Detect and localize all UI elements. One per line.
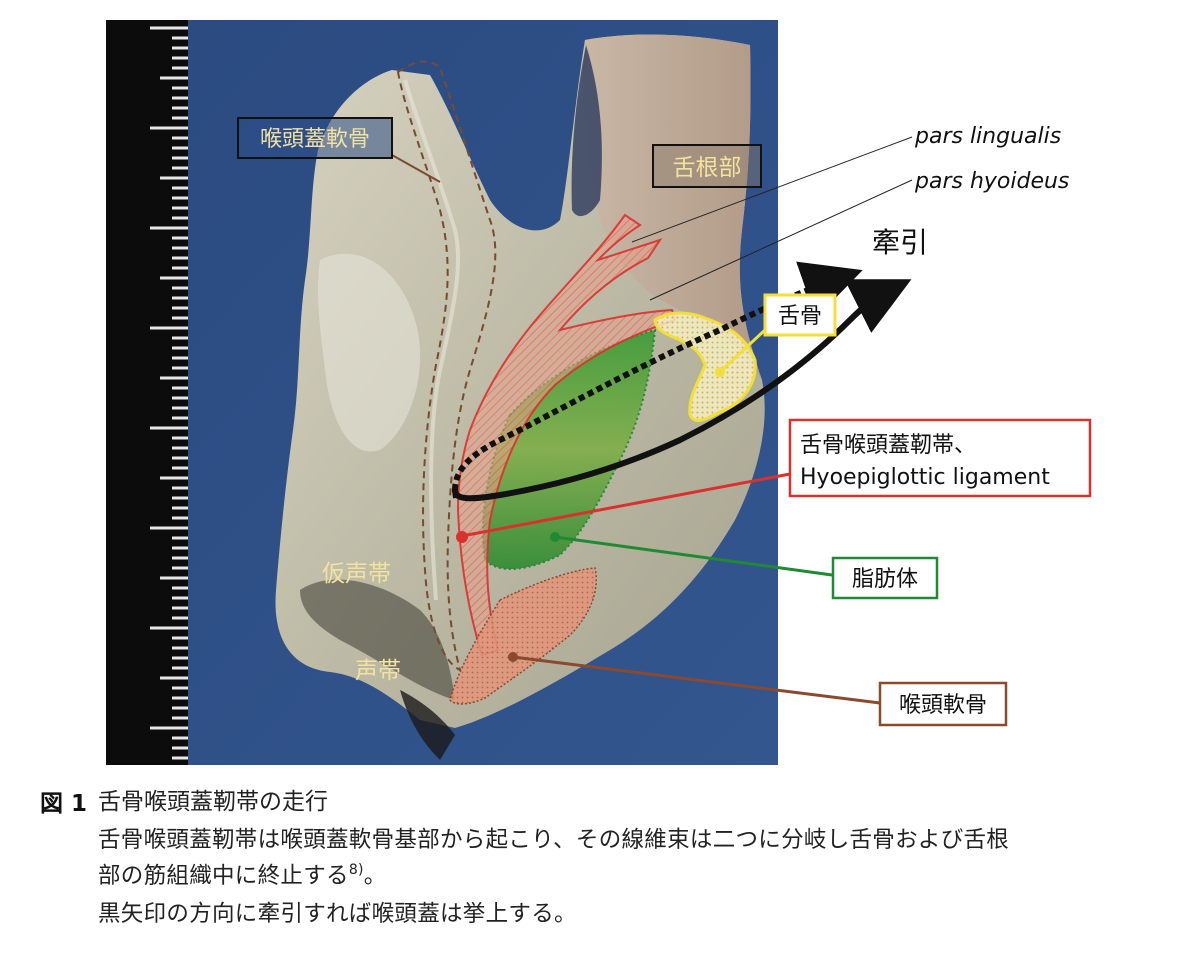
epiglottic-cartilage-label-box (237, 117, 393, 159)
ruler-scale (106, 20, 188, 765)
traction-arrow-solid (452, 279, 912, 502)
hyoid-bone-region (653, 311, 757, 423)
epiglottic-cartilage-label: 喉頭蓋軟骨 (260, 127, 370, 152)
caption-line-1: 舌骨喉頭蓋靭帯は喉頭蓋軟骨基部から起こり、その線維束は二つに分岐し舌骨および舌根 (98, 827, 1010, 853)
tongue-root-label-box (652, 144, 762, 188)
marker-fat-body (550, 532, 560, 542)
leader-pars-lingualis (631, 136, 913, 243)
laryngeal-cartilage-region (449, 567, 597, 705)
hyoepiglottic-ligament-label-box (788, 418, 1092, 498)
caption-line-2: 部の筋組織中に終止する8)。 (98, 858, 387, 890)
pars-hyoideus-label: pars hyoideus (914, 169, 1069, 194)
traction-label: 牽引 (872, 226, 928, 259)
tongue-root-label: 舌根部 (673, 155, 742, 181)
leader-pars-hyoideus (649, 179, 913, 301)
hyoepiglottic-ligament-label-jp: 舌骨喉頭蓋靭帯、 (800, 433, 976, 458)
leader-fat-body (554, 535, 833, 577)
caption-title: 舌骨喉頭蓋靭帯の走行 (98, 789, 328, 815)
marker-hyoepiglottic-ligament (456, 531, 468, 543)
traction-arrow-join (452, 489, 459, 499)
tongue-root-tissue (583, 34, 762, 381)
epiglottic-cartilage-outline (396, 60, 497, 672)
caption-reference: 8) (348, 862, 364, 878)
laryngeal-cartilage-label-box (878, 681, 1008, 727)
hyoid-bone-label: 舌骨 (778, 304, 822, 329)
false-vocal-cord-label: 仮声帯 (322, 561, 391, 587)
vocal-cord-shadow (400, 690, 455, 760)
fat-body-label-box (831, 556, 939, 600)
epiglottic-cartilage-inner (403, 79, 461, 601)
leader-epiglottic-cartilage (391, 154, 441, 183)
marker-hyoid-bone (715, 367, 725, 377)
marker-laryngeal-cartilage (508, 652, 518, 662)
caption-line-3: 黒矢印の方向に牽引すれば喉頭蓋は挙上する。 (98, 901, 577, 927)
tongue-groove (571, 45, 602, 217)
hyoid-bone-label-box (763, 293, 837, 337)
anatomical-figure: 喉頭蓋軟骨 舌根部 舌骨 仮声帯 声帯 pars lingualis pars … (106, 20, 1092, 765)
laryngeal-cartilage-label: 喉頭軟骨 (899, 693, 987, 718)
fat-body-label: 脂肪体 (852, 567, 918, 592)
mucosa-highlight (317, 253, 421, 452)
caption-line-2-end: 。 (363, 863, 387, 889)
leader-hyoepiglottic-ligament (461, 472, 791, 538)
ventricle-shadow (300, 579, 455, 700)
leader-laryngeal-cartilage (512, 655, 881, 705)
caption-figure-number: 図 1 (40, 791, 88, 817)
pars-lingualis-label: pars lingualis (914, 124, 1061, 149)
leader-hyoid-bone (720, 328, 767, 372)
caption-line-2-text: 部の筋組織中に終止する (98, 863, 349, 889)
hyoepiglottic-ligament-label-en: Hyoepiglottic ligament (800, 465, 1050, 490)
vocal-cord-label: 声帯 (355, 658, 401, 684)
